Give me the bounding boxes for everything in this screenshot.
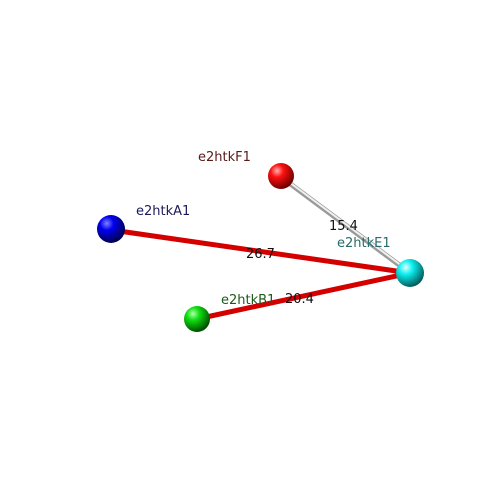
edge-a1-e1-distance: 26.7: [246, 247, 275, 262]
node-b1: [184, 306, 210, 332]
edge-b1-e1: [194, 270, 413, 322]
edge-a1-e1: [109, 227, 413, 276]
edge-f1-e1-distance: 15.4: [329, 219, 358, 234]
node-a1-label: e2htkA1: [136, 204, 190, 219]
edge-f1-e1-highlight: [280, 175, 411, 273]
node-e1-label: e2htkE1: [337, 236, 391, 251]
edge-b1-e1-distance: 20.4: [285, 292, 314, 307]
node-b1-label: e2htkB1: [221, 293, 275, 308]
node-e1: [396, 259, 424, 287]
node-f1: [268, 163, 294, 189]
node-f1-label: e2htkF1: [198, 150, 251, 165]
node-a1: [97, 215, 125, 243]
